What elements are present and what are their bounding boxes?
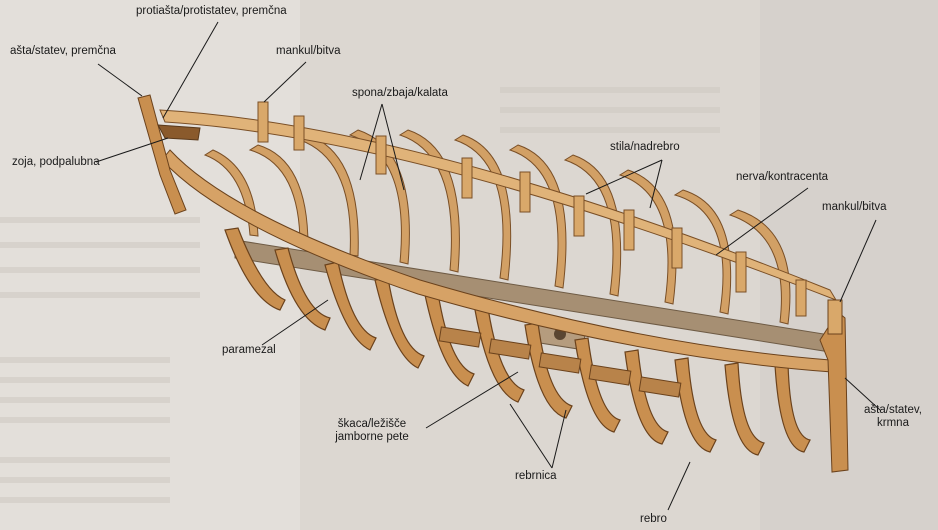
label-rebro: rebro xyxy=(640,513,667,526)
stern-bitt xyxy=(828,300,842,334)
label-nerva: nerva/kontracenta xyxy=(736,171,828,184)
label-protiasta: protiašta/protistatev, premčna xyxy=(136,5,287,18)
label-paramezal: paramezal xyxy=(222,344,276,357)
bow-apron xyxy=(158,125,200,140)
label-asta-stern-line1: ašta/statev, xyxy=(864,404,922,416)
label-mankul-aft: mankul/bitva xyxy=(822,201,887,214)
label-stila: stila/nadrebro xyxy=(610,141,680,154)
label-spona: spona/zbaja/kalata xyxy=(352,87,448,100)
label-asta-stem: ašta/statev, premčna xyxy=(10,45,116,58)
label-mankul-fore: mankul/bitva xyxy=(276,45,341,58)
label-asta-stern-line2: krmna xyxy=(877,417,909,429)
stern-post xyxy=(820,312,848,472)
label-skaca: škaca/ležišče jamborne pete xyxy=(322,418,422,444)
label-zoja: zoja, podpalubna xyxy=(12,156,100,169)
label-skaca-line1: škaca/ležišče xyxy=(338,418,406,430)
label-rebrnica: rebrnica xyxy=(515,470,557,483)
label-skaca-line2: jamborne pete xyxy=(335,431,409,443)
label-asta-stern: ašta/statev, krmna xyxy=(850,404,936,430)
